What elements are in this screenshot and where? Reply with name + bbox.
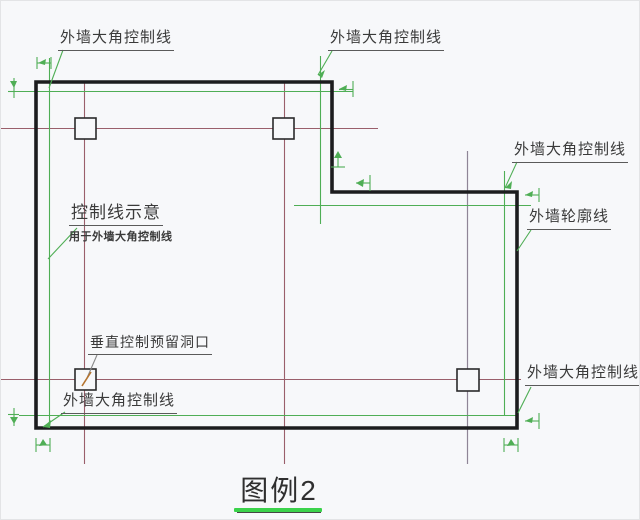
control-lines xyxy=(14,56,531,428)
dimension-arrow xyxy=(334,151,342,158)
label-corner-control-top-right: 外墙大角控制线 xyxy=(328,29,445,51)
label-reserved-opening: 垂直控制预留洞口 xyxy=(88,334,212,355)
label-corner-control-top-left: 外墙大角控制线 xyxy=(58,29,175,51)
dimension-arrow xyxy=(39,439,47,446)
leader-wall-outline xyxy=(516,229,532,252)
leader-opening-tick xyxy=(81,371,92,387)
dimension-arrow xyxy=(507,439,515,446)
building-outline xyxy=(34,80,519,430)
leader-note xyxy=(47,227,78,260)
note-title: 控制线示意 xyxy=(69,198,163,226)
dimension-arrow xyxy=(356,179,364,187)
label-corner-control-right: 外墙大角控制线 xyxy=(512,141,629,163)
control-line-note: 控制线示意 用于外墙大角控制线 xyxy=(69,198,173,244)
dimension-arrow xyxy=(10,417,18,424)
column-marker-top-left xyxy=(74,117,97,140)
label-corner-control-bottom-left: 外墙大角控制线 xyxy=(61,392,178,414)
dimension-arrow xyxy=(525,417,533,423)
dimension-arrow xyxy=(38,59,46,65)
leader-arrowhead xyxy=(318,70,325,78)
label-wall-outline: 外墙轮廓线 xyxy=(527,208,612,230)
leader-top-left xyxy=(48,49,64,89)
dimension-marks xyxy=(8,57,540,452)
dimension-arrow xyxy=(525,191,533,197)
note-subtitle: 用于外墙大角控制线 xyxy=(69,231,173,243)
dimension-arrow xyxy=(339,85,347,91)
label-corner-control-bottom-right: 外墙大角控制线 xyxy=(525,364,639,386)
column-marker-top-middle xyxy=(272,117,295,140)
leader-right-corner xyxy=(504,161,518,189)
leader-arrowhead xyxy=(505,181,512,189)
legend-title-underline xyxy=(234,508,322,512)
column-marker-bottom-right xyxy=(456,368,480,392)
leader-arrowhead xyxy=(43,420,51,428)
leader-bottom-right xyxy=(517,386,532,414)
dimension-arrow xyxy=(10,81,17,88)
leader-top-right xyxy=(317,50,333,76)
legend-title: 图例2 xyxy=(237,469,321,513)
leader-lines xyxy=(42,49,532,428)
